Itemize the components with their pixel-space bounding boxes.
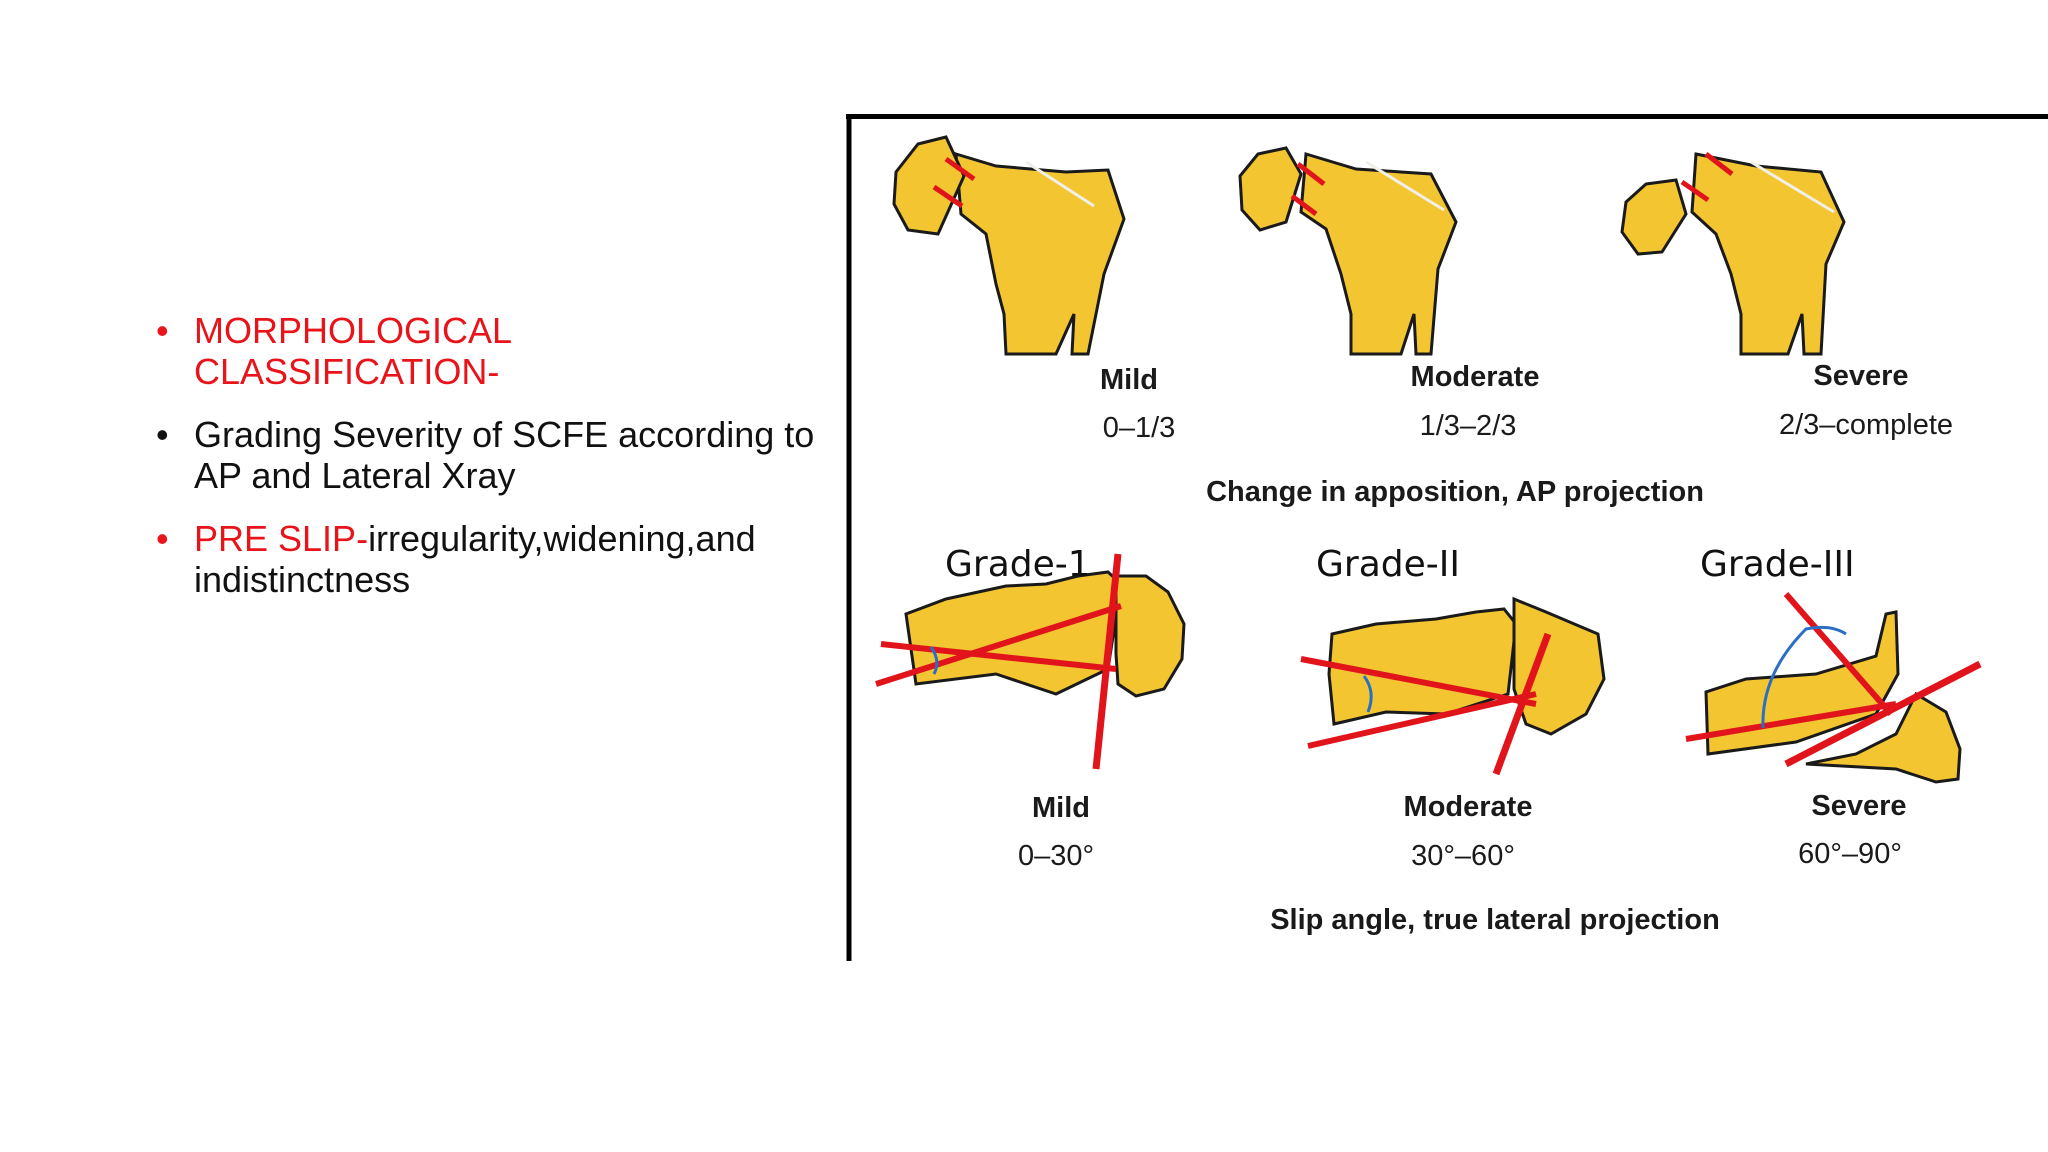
bullet-grading: • Grading Severity of SCFE according to … <box>156 414 816 496</box>
slip-marker <box>1290 194 1318 216</box>
femoral-head <box>1238 146 1303 232</box>
slip-angle-line <box>875 603 1122 687</box>
slip-angle-line <box>1685 701 1897 742</box>
bullet-red-text: PRE SLIP- <box>194 518 369 559</box>
ap-range-mild: 0–1/3 <box>1102 412 1176 444</box>
growth-line <box>1750 160 1835 214</box>
growth-line <box>1365 160 1445 212</box>
femur-neck-shaft <box>1704 610 1900 756</box>
lateral-femur-severe <box>1685 592 1982 784</box>
grade-label-2: Grade-II <box>1316 544 1460 585</box>
lateral-label-severe: Severe <box>1811 790 1907 822</box>
bullet-dot: • <box>156 310 169 351</box>
bullet-text: irregularity,widening,and indistinctness <box>194 518 756 600</box>
femoral-head <box>1805 691 1962 784</box>
ap-range-moderate: 1/3–2/3 <box>1419 410 1517 442</box>
slip-angle-line <box>1300 656 1537 707</box>
bullet-text: Grading Severity of SCFE according to AP… <box>194 414 815 496</box>
slip-angle-line <box>1307 691 1537 749</box>
slip-marker <box>1704 152 1734 176</box>
physis-line <box>1492 632 1552 776</box>
lateral-label-mild: Mild <box>1032 792 1090 824</box>
bullet-morphological: • MORPHOLOGICAL CLASSIFICATION- <box>156 310 816 392</box>
growth-line <box>1025 160 1095 208</box>
slip-marker <box>1680 179 1710 203</box>
slip-angle-arc <box>1761 625 1847 729</box>
femoral-head <box>1620 178 1688 256</box>
femoral-head <box>892 135 966 236</box>
femur-neck-shaft <box>954 151 1126 356</box>
femur-neck-shaft <box>1327 607 1518 726</box>
bullet-dot: • <box>156 518 169 559</box>
ap-label-mild: Mild <box>1100 364 1158 396</box>
slip-angle-line <box>880 641 1117 672</box>
femoral-head <box>1114 574 1186 698</box>
slip-marker <box>932 184 964 209</box>
bullet-dot: • <box>156 414 169 455</box>
scfe-classification-figure: Mild 0–1/3 Moderate 1/3–2/3 Severe 2/3–c… <box>846 114 2048 961</box>
physis-line <box>1092 553 1122 770</box>
bullet-red-text: MORPHOLOGICAL CLASSIFICATION- <box>194 310 511 392</box>
ap-label-severe: Severe <box>1813 360 1909 392</box>
ap-femur-mild <box>892 135 1126 356</box>
lateral-femur-moderate <box>1300 596 1606 776</box>
femur-neck-shaft <box>1690 152 1846 356</box>
slip-marker <box>1296 162 1326 186</box>
ap-label-moderate: Moderate <box>1410 361 1540 393</box>
lateral-caption: Slip angle, true lateral projection <box>1270 904 1720 936</box>
slip-angle-line <box>1783 592 1894 716</box>
ap-femur-severe <box>1620 152 1846 356</box>
ap-range-severe: 2/3–complete <box>1778 409 1954 441</box>
grade-label-1: Grade-1 <box>945 544 1091 585</box>
bullet-list: • MORPHOLOGICAL CLASSIFICATION- • Gradin… <box>156 310 816 622</box>
physis-line <box>1784 660 1982 768</box>
lateral-range-severe: 60°–90° <box>1798 838 1902 870</box>
bullet-pre-slip: • PRE SLIP-irregularity,widening,and ind… <box>156 518 816 600</box>
femoral-head <box>1512 596 1606 736</box>
figure-graphics <box>846 114 2048 961</box>
lateral-label-moderate: Moderate <box>1403 791 1533 823</box>
ap-femur-moderate <box>1238 146 1458 356</box>
slip-angle-arc <box>929 646 939 675</box>
grade-label-3: Grade-III <box>1700 544 1855 585</box>
slip-angle-arc <box>1362 675 1373 713</box>
lateral-range-moderate: 30°–60° <box>1411 840 1515 872</box>
femur-neck-shaft <box>1299 152 1458 356</box>
femur-neck-shaft <box>904 570 1123 696</box>
lateral-femur-mild <box>875 553 1186 770</box>
lateral-range-mild: 0–30° <box>1017 840 1095 872</box>
slip-marker <box>944 156 976 182</box>
ap-caption: Change in apposition, AP projection <box>1206 476 1704 508</box>
